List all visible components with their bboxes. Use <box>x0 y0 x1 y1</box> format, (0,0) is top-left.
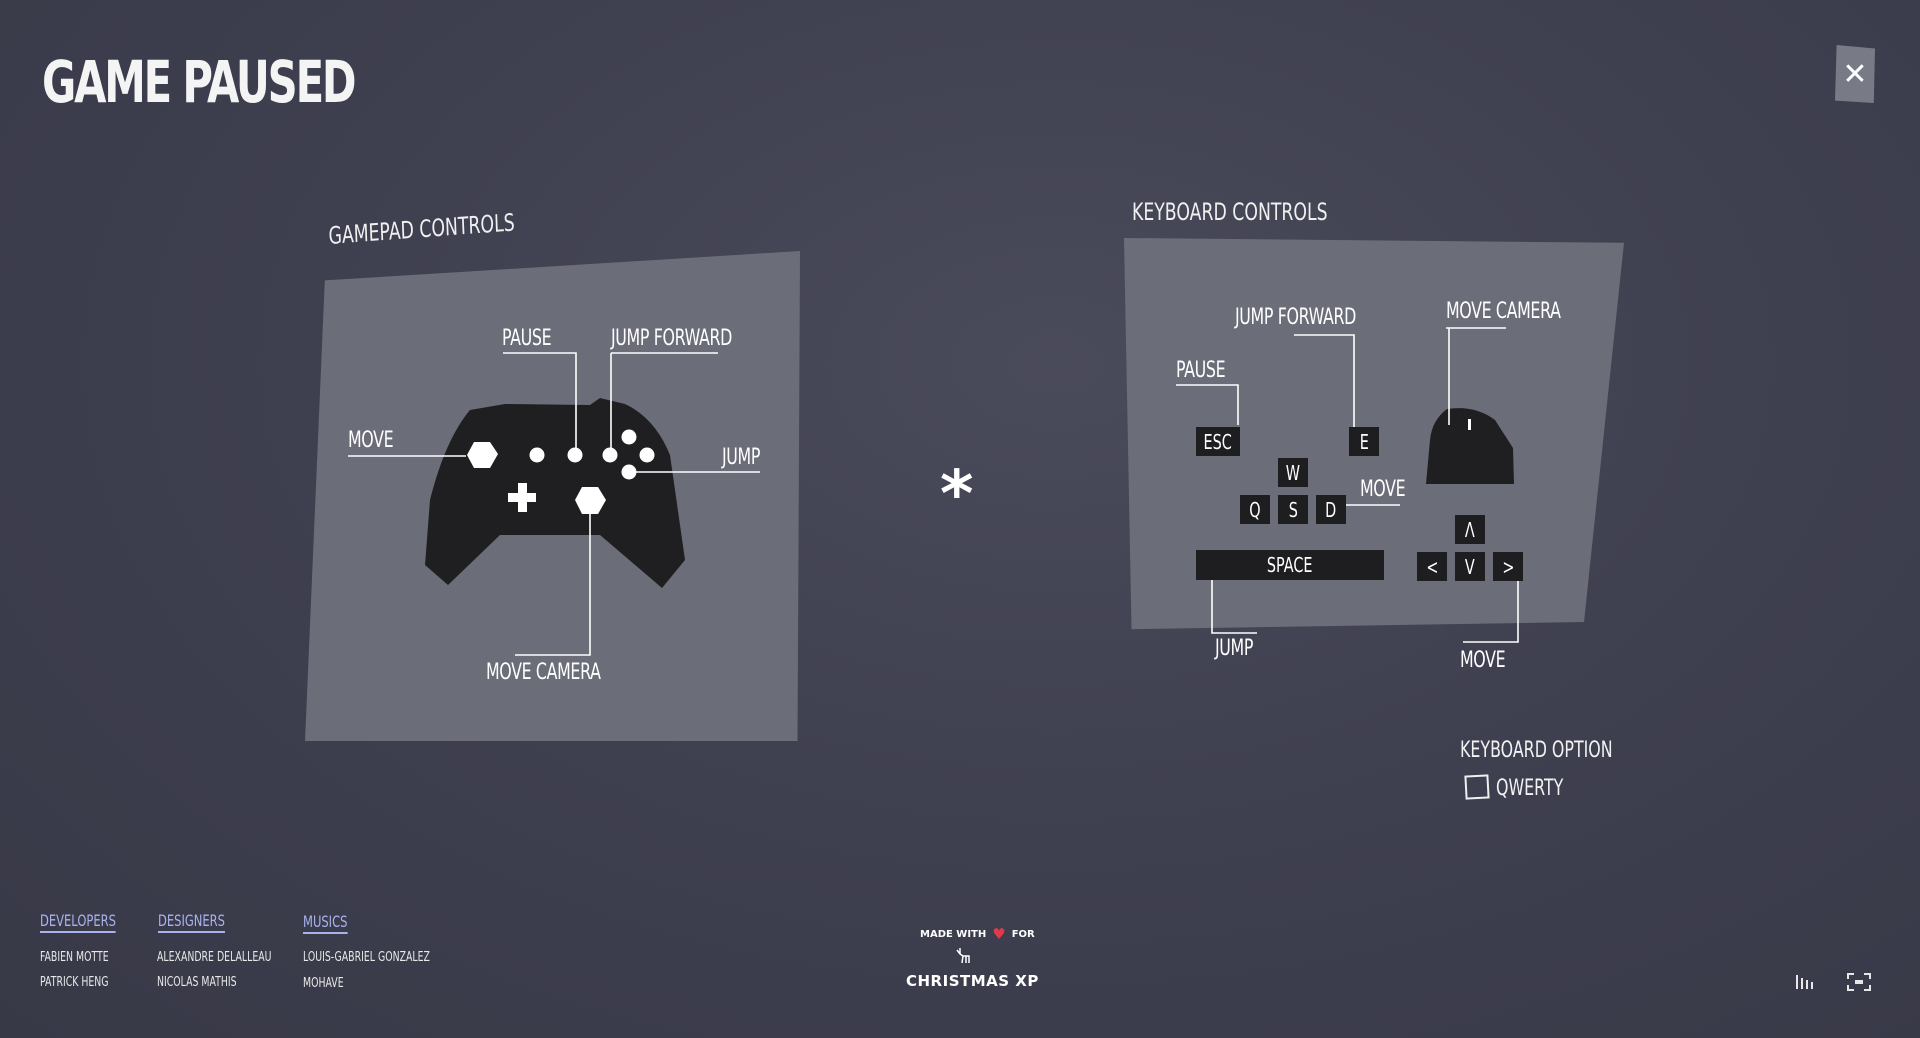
close-icon: ✕ <box>1842 56 1868 92</box>
gamepad-label-jump-forward: JUMP FORWARD <box>611 326 732 351</box>
key-d: D <box>1316 495 1346 524</box>
gamepad-label-jump: JUMP <box>722 445 761 470</box>
divider-asterisk: * <box>940 458 974 532</box>
key-w: W <box>1278 458 1308 487</box>
key-arrow-up: Λ <box>1455 515 1485 544</box>
keyboard-label-move-keys: MOVE <box>1360 477 1406 502</box>
qwerty-checkbox[interactable] <box>1464 774 1490 800</box>
close-button[interactable]: ✕ <box>1835 45 1875 103</box>
credit-designer-2: NICOLAS MATHIS <box>157 975 237 990</box>
credit-designer-1: ALEXANDRE DELALLEAU <box>157 950 272 965</box>
key-s: S <box>1278 495 1308 524</box>
page-title: GAME PAUSED <box>42 48 357 116</box>
fullscreen-icon[interactable] <box>1847 972 1871 996</box>
reindeer-icon <box>953 946 973 971</box>
key-arrow-down: V <box>1455 552 1485 581</box>
made-with-text: MADE WITH <box>920 928 987 940</box>
christmas-xp-logo[interactable]: CHRISTMAS XP <box>906 972 1039 990</box>
credits-developers-heading: DEVELOPERS <box>40 911 116 933</box>
keyboard-label-pause: PAUSE <box>1176 358 1226 383</box>
made-with-line: MADE WITH ♥ FOR <box>920 925 1035 943</box>
credits-designers-heading: DESIGNERS <box>158 911 226 933</box>
keyboard-controls-title: KEYBOARD CONTROLS <box>1132 198 1328 226</box>
mouse-icon <box>1426 408 1514 484</box>
keyboard-label-move-arrows: MOVE <box>1460 648 1506 673</box>
key-e: E <box>1349 427 1379 456</box>
credit-developer-1: FABIEN MOTTE <box>40 950 109 965</box>
keyboard-label-jump-forward: JUMP FORWARD <box>1235 305 1356 330</box>
credit-developer-2: PATRICK HENG <box>40 975 109 990</box>
gamepad-label-move-camera: MOVE CAMERA <box>486 660 601 685</box>
key-q: Q <box>1240 495 1270 524</box>
qwerty-label[interactable]: QWERTY <box>1496 776 1564 801</box>
credit-music-1: LOUIS-GABRIEL GONZALEZ <box>303 950 430 965</box>
key-arrow-right: > <box>1493 552 1523 581</box>
key-arrow-left: < <box>1417 552 1447 581</box>
heart-icon: ♥ <box>992 925 1006 943</box>
gamepad-label-move: MOVE <box>348 428 394 453</box>
keyboard-label-move-camera: MOVE CAMERA <box>1446 299 1561 324</box>
credit-music-2: MOHAVE <box>303 976 344 991</box>
sound-bars-icon[interactable] <box>1795 973 1815 995</box>
credits-musics-heading: MUSICS <box>303 912 348 934</box>
gamepad-label-pause: PAUSE <box>502 326 552 351</box>
keyboard-option-title: KEYBOARD OPTION <box>1460 738 1613 763</box>
for-text: FOR <box>1011 928 1035 940</box>
key-space: SPACE <box>1196 550 1384 580</box>
keyboard-label-jump: JUMP <box>1215 636 1254 661</box>
key-esc: ESC <box>1196 427 1240 456</box>
